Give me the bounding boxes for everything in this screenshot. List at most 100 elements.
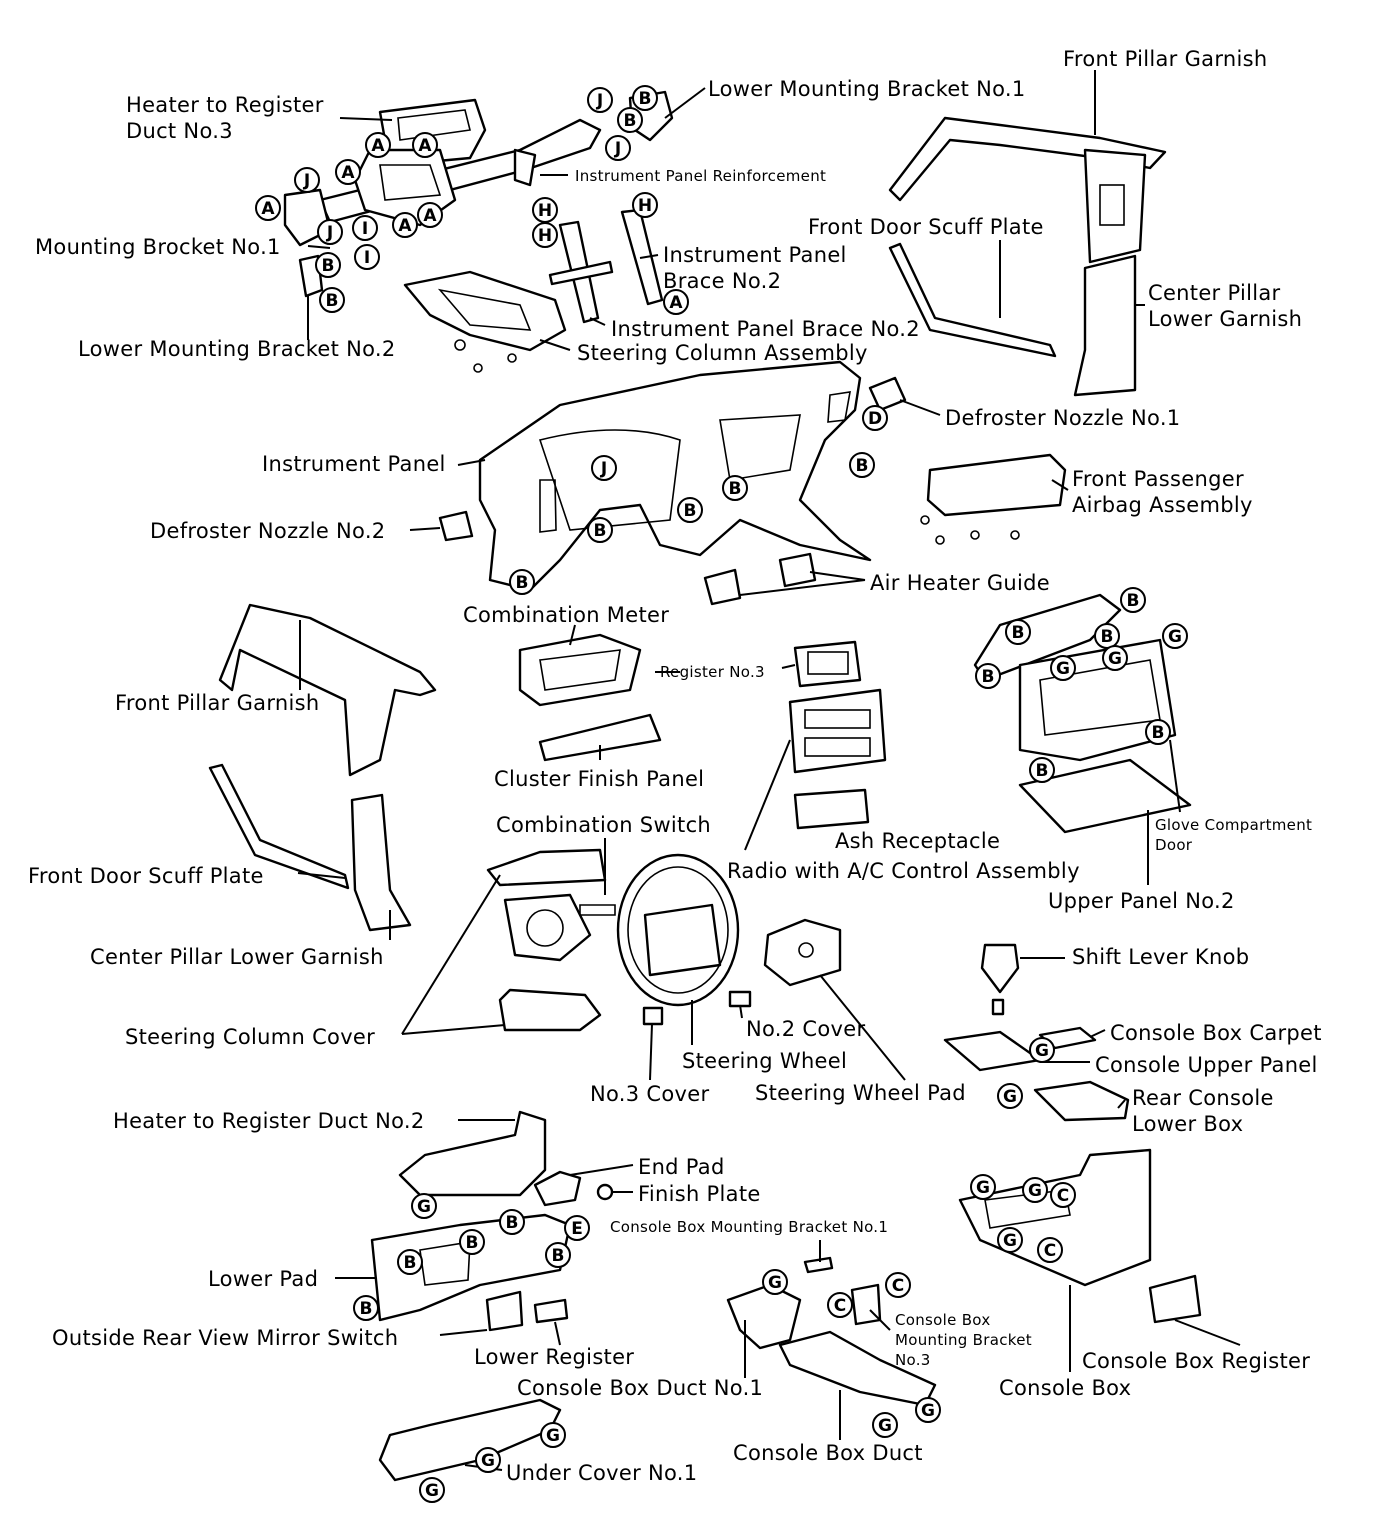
svg-text:A: A: [418, 136, 432, 156]
circle-marker-j: J: [587, 87, 613, 113]
circle-marker-b: B: [499, 1209, 525, 1235]
svg-text:B: B: [639, 89, 652, 109]
svg-text:H: H: [638, 196, 652, 216]
cluster-finish-panel-part: [538, 713, 662, 762]
label-console-box-carpet: Console Box Carpet: [1110, 1021, 1322, 1045]
label-steering-column-cover: Steering Column Cover: [125, 1025, 376, 1049]
under-cover-1-part: [378, 1398, 562, 1482]
circle-marker-b: B: [1094, 623, 1120, 649]
front-passenger-airbag-part: [920, 453, 1067, 545]
circle-marker-a: A: [663, 289, 689, 315]
steering-wheel-part: [616, 853, 740, 1007]
svg-text:G: G: [1056, 659, 1070, 679]
steering-column-assembly-part: [403, 270, 567, 373]
svg-text:J: J: [614, 139, 621, 159]
label-end-pad: End Pad: [638, 1155, 725, 1179]
svg-text:C: C: [834, 1296, 846, 1316]
circle-marker-g: G: [1022, 1177, 1048, 1203]
circle-marker-a: A: [255, 195, 281, 221]
svg-text:A: A: [669, 293, 683, 313]
svg-text:A: A: [423, 206, 437, 226]
svg-text:B: B: [360, 1299, 373, 1319]
circle-marker-g: G: [1102, 645, 1128, 671]
svg-text:A: A: [341, 163, 355, 183]
radio-ac-control-part: [788, 688, 887, 774]
register-3-part: [793, 640, 862, 688]
outside-mirror-switch-part: [485, 1290, 524, 1332]
defroster-nozzle-2-part: [438, 510, 474, 542]
front-door-scuff-plate-left-part: [208, 763, 350, 890]
circle-marker-j: J: [317, 219, 343, 245]
center-pillar-lower-garnish-left-part: [350, 793, 412, 932]
label-instrument-panel-brace-2-b: Instrument Panel Brace No.2: [611, 317, 920, 341]
circle-marker-i: I: [354, 244, 380, 270]
label-cluster-finish-panel: Cluster Finish Panel: [494, 767, 705, 791]
circle-marker-b: B: [353, 1295, 379, 1321]
console-box-register-part: [1148, 1274, 1202, 1324]
label-lower-mounting-bracket-1: Lower Mounting Bracket No.1: [708, 77, 1026, 101]
label-center-pillar-lower-garnish-right: Center Pillar Lower Garnish: [1148, 281, 1303, 331]
circle-marker-c: C: [1037, 1237, 1063, 1263]
circle-marker-a: A: [365, 132, 391, 158]
rear-console-lower-box-part: [1033, 1080, 1130, 1122]
svg-text:B: B: [1012, 623, 1025, 643]
steering-wheel-pad-part: [763, 918, 842, 987]
circle-marker-b: B: [397, 1249, 423, 1275]
label-front-passenger-airbag: Front Passenger Airbag Assembly: [1072, 467, 1253, 517]
label-instrument-panel-reinforcement: Instrument Panel Reinforcement: [575, 167, 827, 185]
circle-marker-h: H: [532, 197, 558, 223]
svg-text:B: B: [322, 256, 335, 276]
circle-marker-j: J: [605, 135, 631, 161]
end-pad-part: [533, 1170, 582, 1207]
circle-marker-j: J: [591, 455, 617, 481]
circle-marker-b: B: [722, 475, 748, 501]
svg-text:G: G: [1028, 1181, 1042, 1201]
circle-marker-a: A: [417, 202, 443, 228]
svg-text:G: G: [1108, 649, 1122, 669]
label-air-heater-guide: Air Heater Guide: [870, 571, 1051, 595]
svg-text:B: B: [594, 521, 607, 541]
label-console-box-duct-1: Console Box Duct No.1: [517, 1376, 764, 1400]
circle-marker-g: G: [997, 1227, 1023, 1253]
svg-text:B: B: [506, 1213, 519, 1233]
label-front-door-scuff-plate-right: Front Door Scuff Plate: [808, 215, 1044, 239]
svg-text:B: B: [982, 667, 995, 687]
circle-marker-g: G: [970, 1174, 996, 1200]
label-defroster-nozzle-2: Defroster Nozzle No.2: [150, 519, 386, 543]
label-defroster-nozzle-1: Defroster Nozzle No.1: [945, 406, 1181, 430]
circle-marker-b: B: [632, 85, 658, 111]
label-console-upper-panel: Console Upper Panel: [1095, 1053, 1318, 1077]
label-mounting-bracket-1: Mounting Brocket No.1: [35, 235, 281, 259]
circle-marker-i: I: [352, 215, 378, 241]
ash-receptacle-part: [793, 788, 870, 830]
front-door-scuff-plate-right-part: [888, 242, 1057, 358]
circle-marker-b: B: [315, 252, 341, 278]
label-console-box-mounting-bracket-3: Console Box Mounting Bracket No.3: [895, 1311, 1032, 1369]
label-lower-mounting-bracket-2: Lower Mounting Bracket No.2: [78, 337, 396, 361]
lower-pad-part: [370, 1213, 572, 1322]
circle-marker-g: G: [540, 1422, 566, 1448]
svg-text:D: D: [868, 409, 882, 429]
label-finish-plate: Finish Plate: [638, 1182, 761, 1206]
svg-text:B: B: [1036, 761, 1049, 781]
label-rear-console-lower-box: Rear Console Lower Box: [1132, 1086, 1274, 1136]
label-register-3: Register No.3: [660, 663, 765, 681]
steering-column-cover-part: [486, 848, 607, 1032]
finish-plate-part: [596, 1183, 614, 1201]
circle-marker-b: B: [677, 497, 703, 523]
combination-switch-part: [503, 893, 616, 962]
label-front-pillar-garnish-right: Front Pillar Garnish: [1063, 47, 1268, 71]
svg-text:G: G: [878, 1416, 892, 1436]
svg-text:B: B: [516, 573, 529, 593]
circle-marker-b: B: [849, 452, 875, 478]
circle-marker-b: B: [1029, 757, 1055, 783]
circle-marker-a: A: [392, 212, 418, 238]
label-front-door-scuff-plate-left: Front Door Scuff Plate: [28, 864, 264, 888]
circle-marker-b: B: [319, 287, 345, 313]
label-instrument-panel: Instrument Panel: [262, 452, 446, 476]
svg-text:A: A: [398, 216, 412, 236]
label-combination-meter: Combination Meter: [463, 603, 670, 627]
leader-lines: [297, 70, 1241, 1471]
